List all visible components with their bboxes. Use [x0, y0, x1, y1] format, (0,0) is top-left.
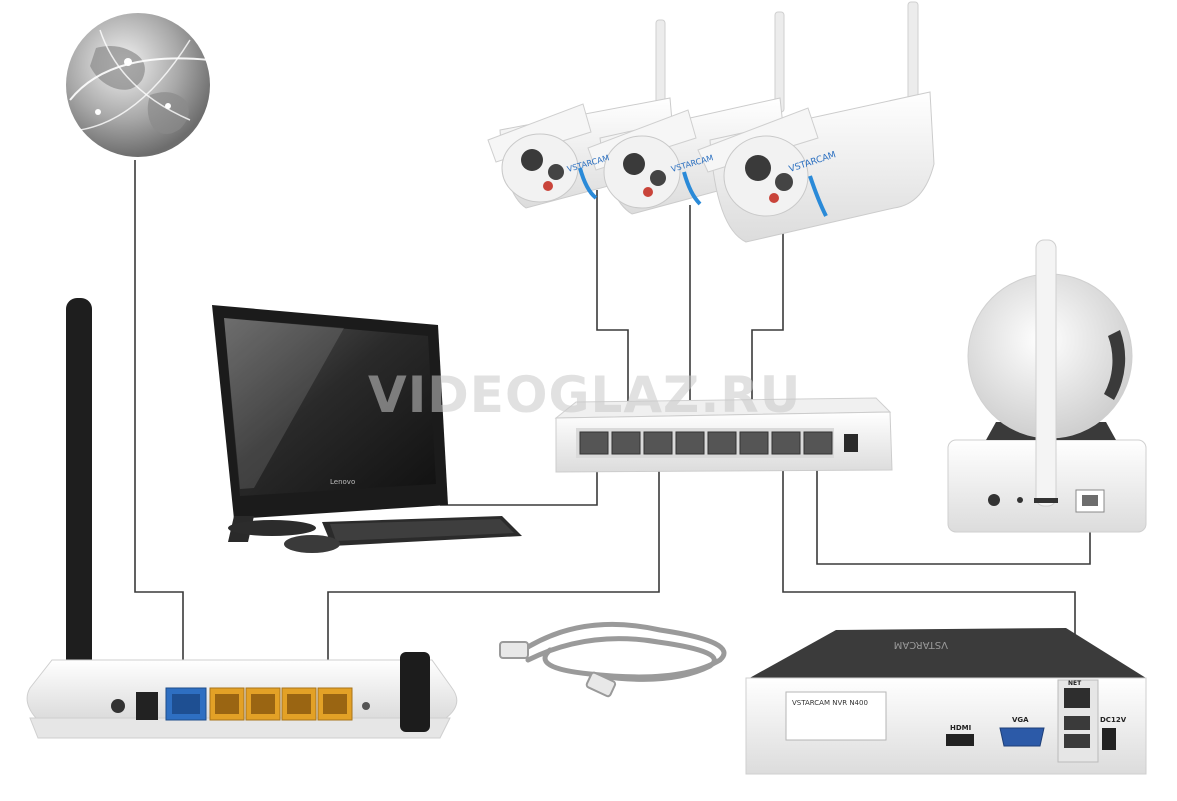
watermark-text: VIDEOGLAZ.RU	[368, 366, 802, 424]
all-in-one-computer	[212, 305, 522, 553]
bullet-camera-1	[487, 19, 677, 209]
wire-camera1-switch	[596, 190, 629, 445]
nvr-top-label: VSTARCAM	[894, 639, 948, 650]
bullet-camera-2	[587, 11, 789, 215]
nvr-dc-label: DC12V	[1100, 716, 1127, 724]
network-switch	[554, 397, 893, 473]
ethernet-cable-icon	[499, 621, 727, 698]
globe-icon	[66, 13, 211, 157]
connection-wires	[134, 160, 1091, 692]
wire-switch-ptz	[816, 450, 1091, 565]
wireless-router	[26, 298, 458, 739]
ptz-camera	[947, 239, 1147, 533]
nvr-hdmi-label: HDMI	[950, 724, 971, 732]
nvr-model-label: VSTARCAM NVR N400	[792, 699, 868, 707]
wire-camera3-switch	[751, 210, 784, 445]
computer-brand: Lenovo	[330, 478, 355, 486]
bullet-camera-3	[697, 1, 935, 243]
nvr-vga-label: VGA	[1012, 716, 1029, 724]
nvr-recorder	[745, 628, 1147, 775]
wire-internet-router	[134, 160, 184, 692]
wire-router-switch	[327, 450, 660, 692]
nvr-net-label: NET	[1068, 680, 1082, 687]
